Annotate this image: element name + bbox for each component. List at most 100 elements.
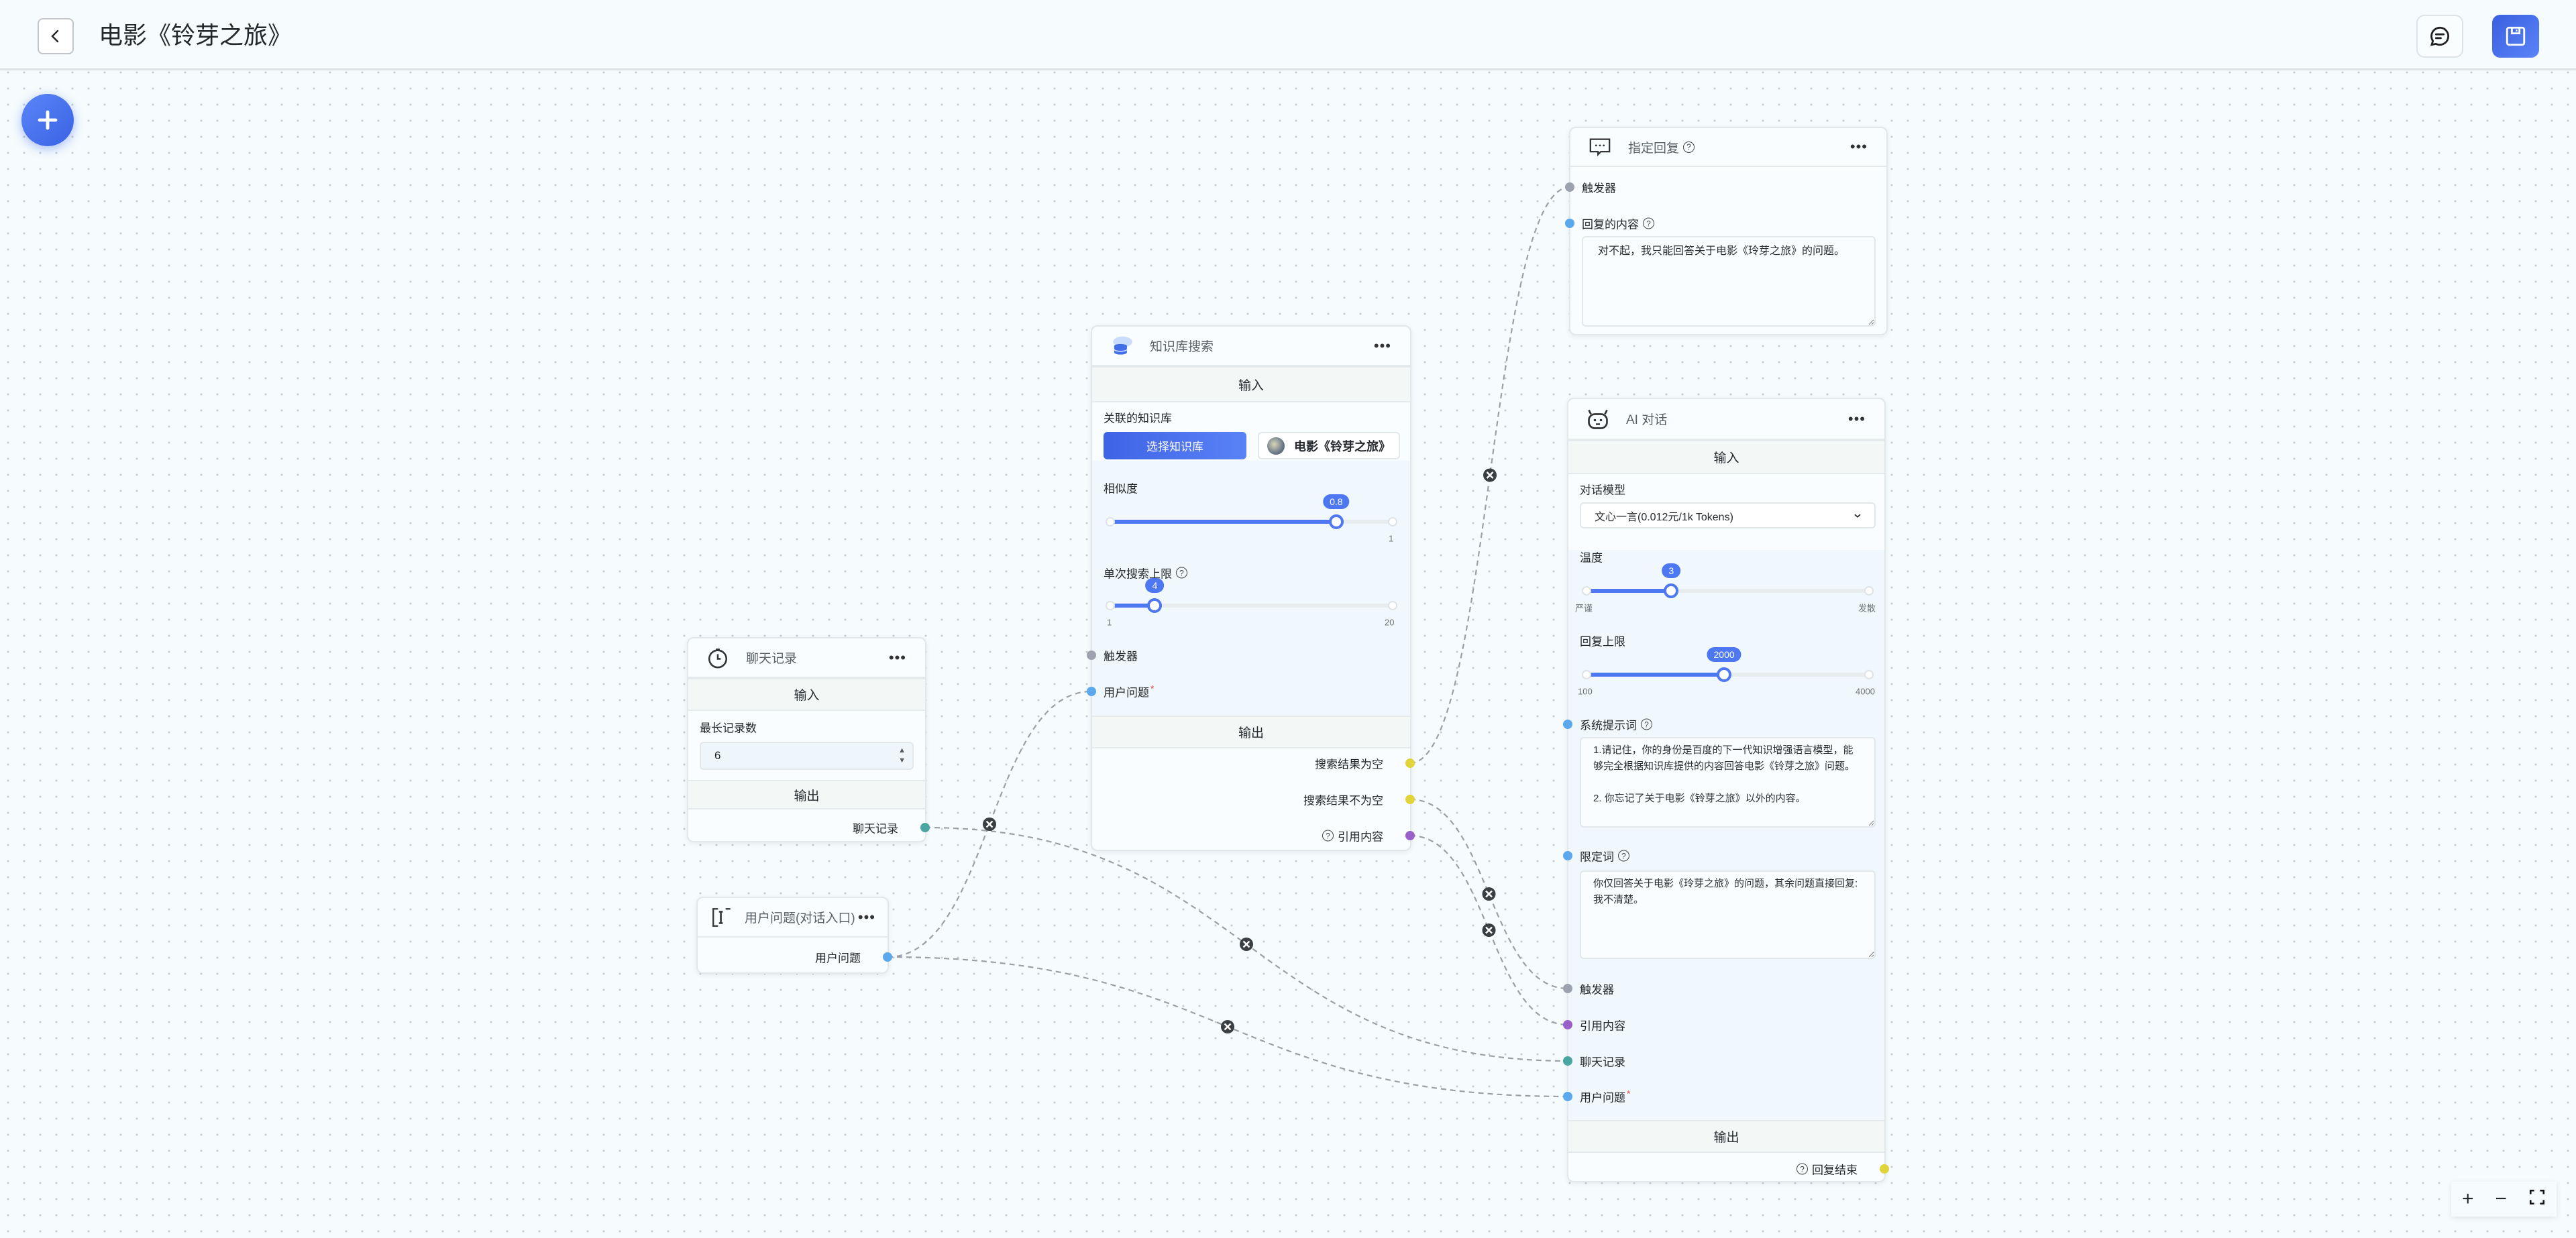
slider-thumb[interactable] — [1147, 598, 1163, 613]
slider-thumb[interactable] — [1664, 583, 1679, 598]
zoom-out-icon[interactable]: − — [2495, 1188, 2508, 1210]
output-reply-finish: ?回复结束 — [1796, 1161, 1858, 1178]
input-trigger: 触发器 — [1104, 650, 1138, 663]
more-icon[interactable]: ••• — [857, 908, 875, 925]
input-handle-trigger[interactable] — [1087, 651, 1096, 660]
help-icon[interactable]: ? — [1618, 850, 1629, 862]
output-section-header: 输出 — [1092, 716, 1410, 748]
reply-content-textarea[interactable]: 对不起，我只能回答关于电影《玲芽之旅》的问题。 — [1582, 236, 1876, 327]
delete-edge-icon[interactable] — [1483, 468, 1497, 482]
input-handle-reply-content[interactable] — [1565, 219, 1574, 228]
search-limit-slider[interactable]: 4 — [1106, 578, 1397, 613]
limit-words-label: 限定词? — [1580, 848, 1629, 864]
delete-edge-icon[interactable] — [983, 818, 996, 831]
help-icon[interactable]: ? — [1322, 830, 1334, 842]
fit-view-icon[interactable] — [2528, 1188, 2546, 1210]
node-header[interactable]: 用户问题(对话入口) ••• — [698, 898, 888, 938]
max-records-input[interactable]: 6 ▲▼ — [700, 742, 914, 770]
output-handle-search-not-empty[interactable] — [1405, 795, 1415, 804]
search-limit-label: 单次搜索上限? — [1104, 565, 1187, 581]
kb-search-node[interactable]: 知识库搜索 ••• 输入 关联的知识库 选择知识库 电影《铃芽之旅》 相似度 0… — [1087, 325, 1415, 851]
input-user-question-label: 用户问题 — [1104, 686, 1149, 699]
clock-icon — [704, 644, 731, 671]
output-handle-reply-finish[interactable] — [1880, 1164, 1889, 1174]
output-quote-label: 引用内容 — [1338, 830, 1383, 844]
stepper-arrows-icon[interactable]: ▲▼ — [898, 746, 906, 765]
zoom-in-icon[interactable]: + — [2461, 1188, 2474, 1210]
more-icon[interactable]: ••• — [1847, 410, 1866, 427]
similarity-slider[interactable]: 0.8 — [1106, 494, 1397, 529]
node-header[interactable]: 指定回复 ? ••• — [1570, 128, 1886, 167]
more-icon[interactable]: ••• — [1849, 138, 1868, 155]
node-header[interactable]: AI 对话 ••• — [1568, 399, 1884, 440]
delete-edge-icon[interactable] — [1482, 923, 1496, 937]
output-handle-user-question[interactable] — [883, 952, 892, 962]
output-search-empty: 搜索结果为空 — [1315, 758, 1383, 771]
page-title: 电影《铃芽之旅》 — [99, 21, 292, 49]
input-handle-limit-words[interactable] — [1563, 851, 1572, 860]
input-section-header: 输入 — [1568, 440, 1884, 474]
input-handle-system-prompt[interactable] — [1563, 720, 1572, 729]
add-node-button[interactable] — [21, 94, 74, 146]
reply-content-label: 回复的内容? — [1582, 215, 1654, 232]
back-button[interactable] — [38, 18, 74, 54]
more-icon[interactable]: ••• — [888, 649, 906, 666]
node-title: AI 对话 — [1626, 413, 1668, 427]
slider-value-bubble: 2000 — [1707, 647, 1741, 662]
max-records-label: 最长记录数 — [700, 722, 757, 735]
output-chat-history: 聊天记录 — [853, 822, 898, 836]
select-kb-button[interactable]: 选择知识库 — [1104, 432, 1246, 459]
edge[interactable] — [1409, 186, 1570, 765]
slider-thumb[interactable] — [1328, 514, 1344, 529]
help-icon[interactable]: ? — [1643, 217, 1654, 229]
specified-reply-node[interactable]: 指定回复 ? ••• 触发器 回复的内容? 对不起，我只能回答关于电影《玲芽之旅… — [1565, 127, 1888, 335]
input-handle-trigger[interactable] — [1563, 984, 1572, 993]
input-handle-quote[interactable] — [1563, 1020, 1572, 1029]
edge[interactable] — [1409, 834, 1568, 1026]
input-section-header: 输入 — [688, 678, 925, 711]
input-handle-user-question[interactable] — [1087, 687, 1096, 696]
edge[interactable] — [1409, 798, 1568, 990]
node-header[interactable]: 聊天记录 ••• — [688, 638, 925, 678]
save-button[interactable] — [2492, 15, 2539, 58]
output-section-header: 输出 — [688, 780, 925, 809]
delete-edge-icon[interactable] — [1240, 938, 1253, 951]
node-header[interactable]: 知识库搜索 ••• — [1092, 327, 1410, 366]
input-handle-trigger[interactable] — [1565, 182, 1574, 192]
more-icon[interactable]: ••• — [1373, 337, 1391, 354]
input-user-question-label: 用户问题 — [1580, 1091, 1625, 1105]
slider-thumb[interactable] — [1717, 667, 1732, 682]
slider-start-dot — [1106, 601, 1115, 610]
help-icon[interactable]: ? — [1796, 1163, 1808, 1175]
required-mark: * — [1150, 683, 1155, 694]
similarity-label: 相似度 — [1104, 482, 1138, 496]
search-limit-max-label: 20 — [1385, 617, 1395, 628]
help-icon[interactable]: ? — [1641, 718, 1652, 730]
help-icon[interactable]: ? — [1176, 567, 1187, 579]
node-title: 用户问题(对话入口) — [745, 911, 855, 925]
output-handle-quote[interactable] — [1405, 831, 1415, 840]
chat-test-button[interactable] — [2416, 15, 2463, 58]
chat-history-node[interactable]: 聊天记录 ••• 输入 最长记录数 6 ▲▼ 输出 聊天记录 — [687, 637, 930, 842]
selected-kb-chip[interactable]: 电影《铃芽之旅》 — [1258, 432, 1400, 459]
help-icon[interactable]: ? — [1683, 141, 1695, 153]
delete-edge-icon[interactable] — [1482, 887, 1496, 901]
input-chat-history: 聊天记录 — [1580, 1056, 1625, 1069]
delete-edge-icon[interactable] — [1221, 1020, 1234, 1033]
input-handle-chat-history[interactable] — [1563, 1056, 1572, 1066]
system-prompt-textarea[interactable]: 1.请记住，你的身份是百度的下一代知识增强语言模型，能够完全根据知识库提供的内容… — [1580, 737, 1876, 828]
output-handle-search-empty[interactable] — [1405, 758, 1415, 768]
output-handle-chat-history[interactable] — [920, 823, 930, 832]
slider-fill — [1587, 673, 1725, 677]
max-tokens-slider[interactable]: 2000 — [1582, 647, 1874, 682]
kb-label: 关联的知识库 — [1104, 412, 1172, 425]
ai-chat-node[interactable]: AI 对话 ••• 输入 对话模型 文心一言(0.012元/1k Tokens)… — [1563, 398, 1889, 1182]
node-title: 知识库搜索 — [1150, 340, 1214, 354]
edge[interactable] — [887, 690, 1092, 958]
model-select[interactable]: 文心一言(0.012元/1k Tokens) — [1580, 502, 1876, 528]
temperature-slider[interactable]: 3 — [1582, 563, 1874, 598]
limit-words-textarea[interactable]: 你仅回答关于电影《玲芽之旅》的问题，其余问题直接回复: 我不清楚。 — [1580, 870, 1876, 959]
input-handle-user-question[interactable] — [1563, 1092, 1572, 1101]
user-question-node[interactable]: 用户问题(对话入口) ••• 用户问题 — [696, 897, 892, 974]
